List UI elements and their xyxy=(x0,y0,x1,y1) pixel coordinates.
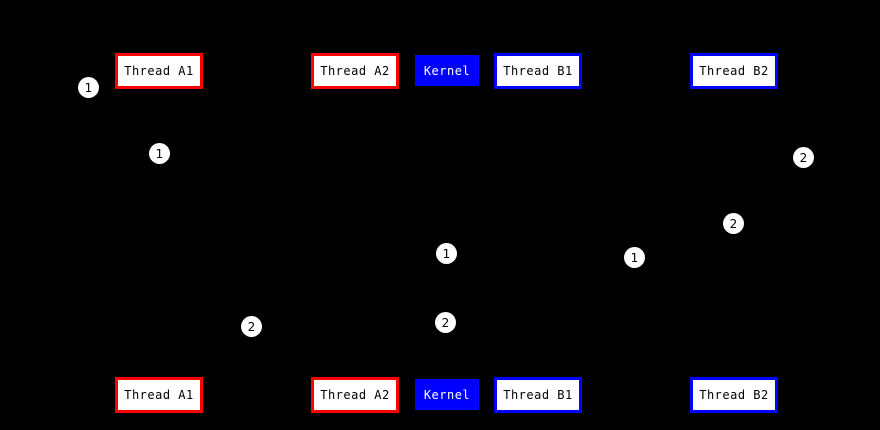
participant-label: Thread B2 xyxy=(699,388,769,402)
lifeline-kernel xyxy=(447,86,448,379)
participant-thread-a1-top[interactable]: Thread A1 xyxy=(115,53,203,89)
participant-thread-a2-bottom[interactable]: Thread A2 xyxy=(311,377,399,413)
participant-label: Thread A1 xyxy=(124,64,194,78)
participant-label: Thread A2 xyxy=(320,64,390,78)
participant-thread-b2-bottom[interactable]: Thread B2 xyxy=(690,377,778,413)
lifeline-thread-a2 xyxy=(355,89,356,377)
step-badge-8: 2 xyxy=(435,312,456,333)
step-badge-3: 2 xyxy=(793,147,814,168)
participant-thread-b2-top[interactable]: Thread B2 xyxy=(690,53,778,89)
participant-kernel-top[interactable]: Kernel xyxy=(415,55,479,86)
lifeline-thread-b1 xyxy=(538,89,539,377)
step-badge-1: 1 xyxy=(78,77,99,98)
participant-thread-b1-top[interactable]: Thread B1 xyxy=(494,53,582,89)
participant-label: Thread B2 xyxy=(699,64,769,78)
lifeline-thread-a1 xyxy=(159,89,160,377)
participant-thread-a2-top[interactable]: Thread A2 xyxy=(311,53,399,89)
participant-thread-a1-bottom[interactable]: Thread A1 xyxy=(115,377,203,413)
participant-label: Thread B1 xyxy=(503,64,573,78)
participant-label: Thread B1 xyxy=(503,388,573,402)
participant-label: Thread A2 xyxy=(320,388,390,402)
step-badge-4: 2 xyxy=(723,213,744,234)
message-arrow-4 xyxy=(355,319,447,325)
step-badge-7: 2 xyxy=(241,316,262,337)
participant-label: Kernel xyxy=(423,63,471,78)
message-arrow-2 xyxy=(447,220,734,226)
participant-label: Thread A1 xyxy=(124,388,194,402)
step-badge-6: 1 xyxy=(624,247,645,268)
message-arrow-1 xyxy=(159,150,447,156)
participant-thread-b1-bottom[interactable]: Thread B1 xyxy=(494,377,582,413)
message-arrow-3 xyxy=(447,254,538,260)
participant-label: Kernel xyxy=(423,387,471,402)
step-badge-5: 1 xyxy=(436,243,457,264)
participant-kernel-bottom[interactable]: Kernel xyxy=(415,379,479,410)
step-badge-2: 1 xyxy=(149,143,170,164)
